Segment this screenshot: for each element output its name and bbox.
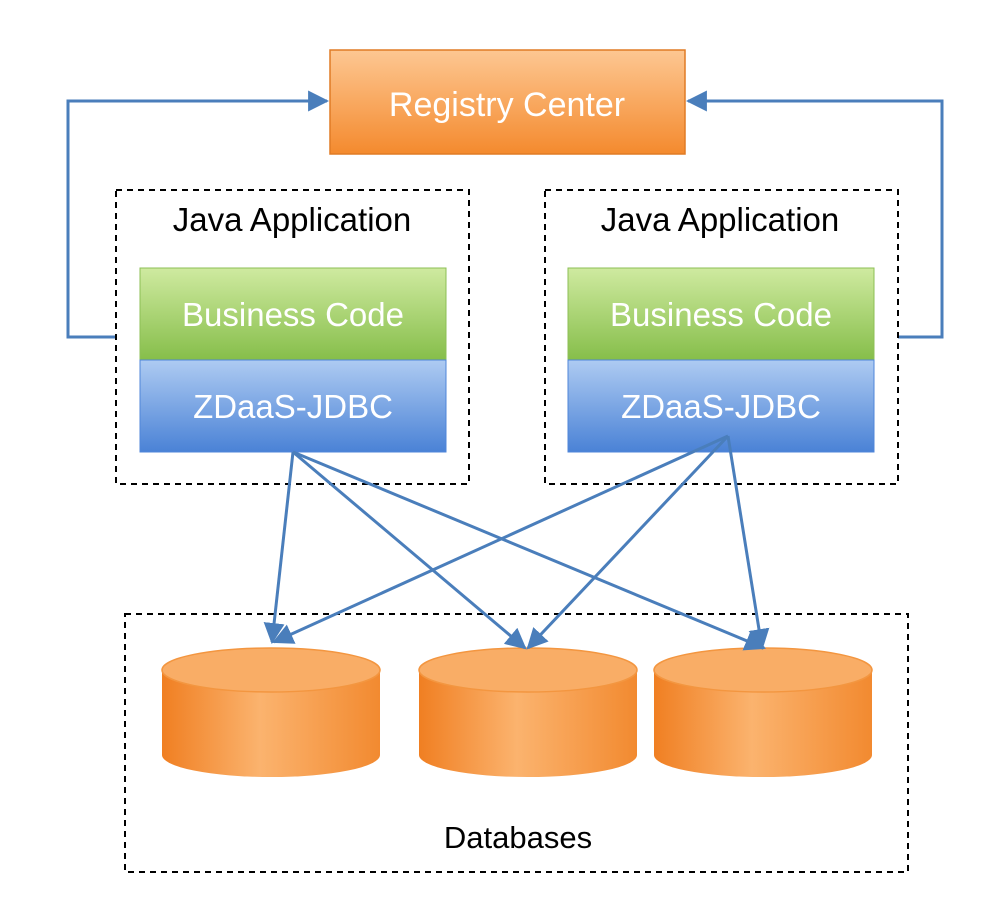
database-body [162, 670, 380, 777]
right-registry-arrow [685, 90, 944, 339]
connection-arrow [263, 451, 295, 645]
databases-group: Databases [124, 613, 909, 873]
business-code-layer [567, 267, 875, 361]
business-code-label: Business Code [610, 296, 832, 333]
java-application-right: Java Application Business Code ZDaaS-JDB… [544, 189, 899, 485]
registry-center-node: Registry Center [329, 49, 686, 155]
databases-container [124, 613, 909, 873]
database-body [419, 670, 637, 777]
jdbc-layer [567, 359, 875, 453]
registry-center-label: Registry Center [389, 86, 625, 124]
jdbc-layer [139, 359, 447, 453]
left-registry-arrow [66, 90, 330, 339]
database-top [653, 647, 873, 693]
java-application-container [544, 189, 899, 485]
java-application-left: Java Application Business Code ZDaaS-JDB… [115, 189, 470, 485]
connection-arrow [526, 434, 730, 650]
databases-label: Databases [444, 820, 592, 855]
registry-connectors [66, 90, 944, 339]
jdbc-label: ZDaaS-JDBC [621, 388, 821, 425]
business-code-label: Business Code [182, 296, 404, 333]
database-cylinder [418, 647, 638, 777]
connection-arrow [272, 434, 729, 644]
database-cylinder [653, 647, 873, 777]
connection-arrow [292, 450, 766, 651]
java-application-title: Java Application [601, 201, 840, 238]
registry-center-box [329, 49, 686, 155]
database-body [654, 670, 872, 777]
java-application-container [115, 189, 470, 485]
java-application-title: Java Application [173, 201, 412, 238]
jdbc-database-connections [263, 434, 770, 651]
connection-arrow [292, 450, 527, 650]
database-cylinder [161, 647, 381, 777]
jdbc-label: ZDaaS-JDBC [193, 388, 393, 425]
database-top [161, 647, 381, 693]
business-code-layer [139, 267, 447, 361]
database-top [418, 647, 638, 693]
connection-arrow [726, 435, 770, 651]
